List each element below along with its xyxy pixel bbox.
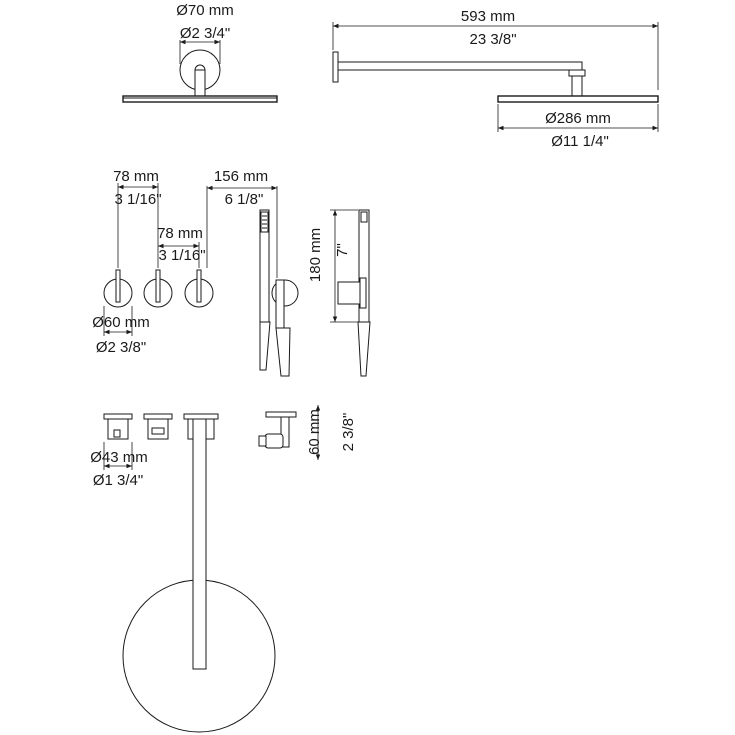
knob-spacing2-mm: 78 mm xyxy=(157,225,203,242)
knob-spacing-mm: 78 mm xyxy=(113,168,159,185)
knob-spacing-in: 3 1/16" xyxy=(114,191,161,208)
knob-spacing2-in: 3 1/16" xyxy=(158,247,205,264)
mixer-top-dia-mm: Ø43 mm xyxy=(90,449,148,466)
hand-shower-width-mm: 156 mm xyxy=(214,168,268,185)
mixer-top-dia-in: Ø1 3/4" xyxy=(93,472,143,489)
hand-shower-front-view: 156 mm 6 1/8" xyxy=(206,168,299,377)
handle-dia-in: Ø2 3/8" xyxy=(96,339,146,356)
head-dia-in: Ø11 1/4" xyxy=(551,133,609,150)
stem-and-base-view xyxy=(122,418,276,733)
mixer-top-view: Ø43 mm Ø1 3/4" xyxy=(90,413,219,489)
arm-length-mm: 593 mm xyxy=(461,8,515,25)
hand-shower-side-view: 180 mm 7" xyxy=(307,209,371,377)
overhead-front-dia-mm: Ø70 mm xyxy=(176,2,234,19)
overhead-shower-side-view: 593 mm 23 3/8" Ø286 mm Ø11 1/4" xyxy=(332,8,659,150)
holder-depth-in: 2 3/8" xyxy=(340,413,357,452)
holder-depth-mm: 60 mm xyxy=(306,409,323,455)
arm-length-in: 23 3/8" xyxy=(469,31,516,48)
head-dia-mm: Ø286 mm xyxy=(545,110,611,127)
overhead-shower-front-view: Ø70 mm Ø2 3/4" xyxy=(122,2,278,103)
handle-dia-mm: Ø60 mm xyxy=(92,314,150,331)
overhead-front-dia-in: Ø2 3/4" xyxy=(180,25,230,42)
mixer-front-view: 78 mm 3 1/16" 78 mm 3 1/16" Ø60 mm Ø2 3/… xyxy=(92,168,214,356)
holder-side-view: 60 mm 2 3/8" xyxy=(258,405,357,460)
hand-shower-height-mm: 180 mm xyxy=(307,228,324,282)
hand-shower-width-in: 6 1/8" xyxy=(225,191,264,208)
hand-shower-height-in: 7" xyxy=(334,243,351,257)
